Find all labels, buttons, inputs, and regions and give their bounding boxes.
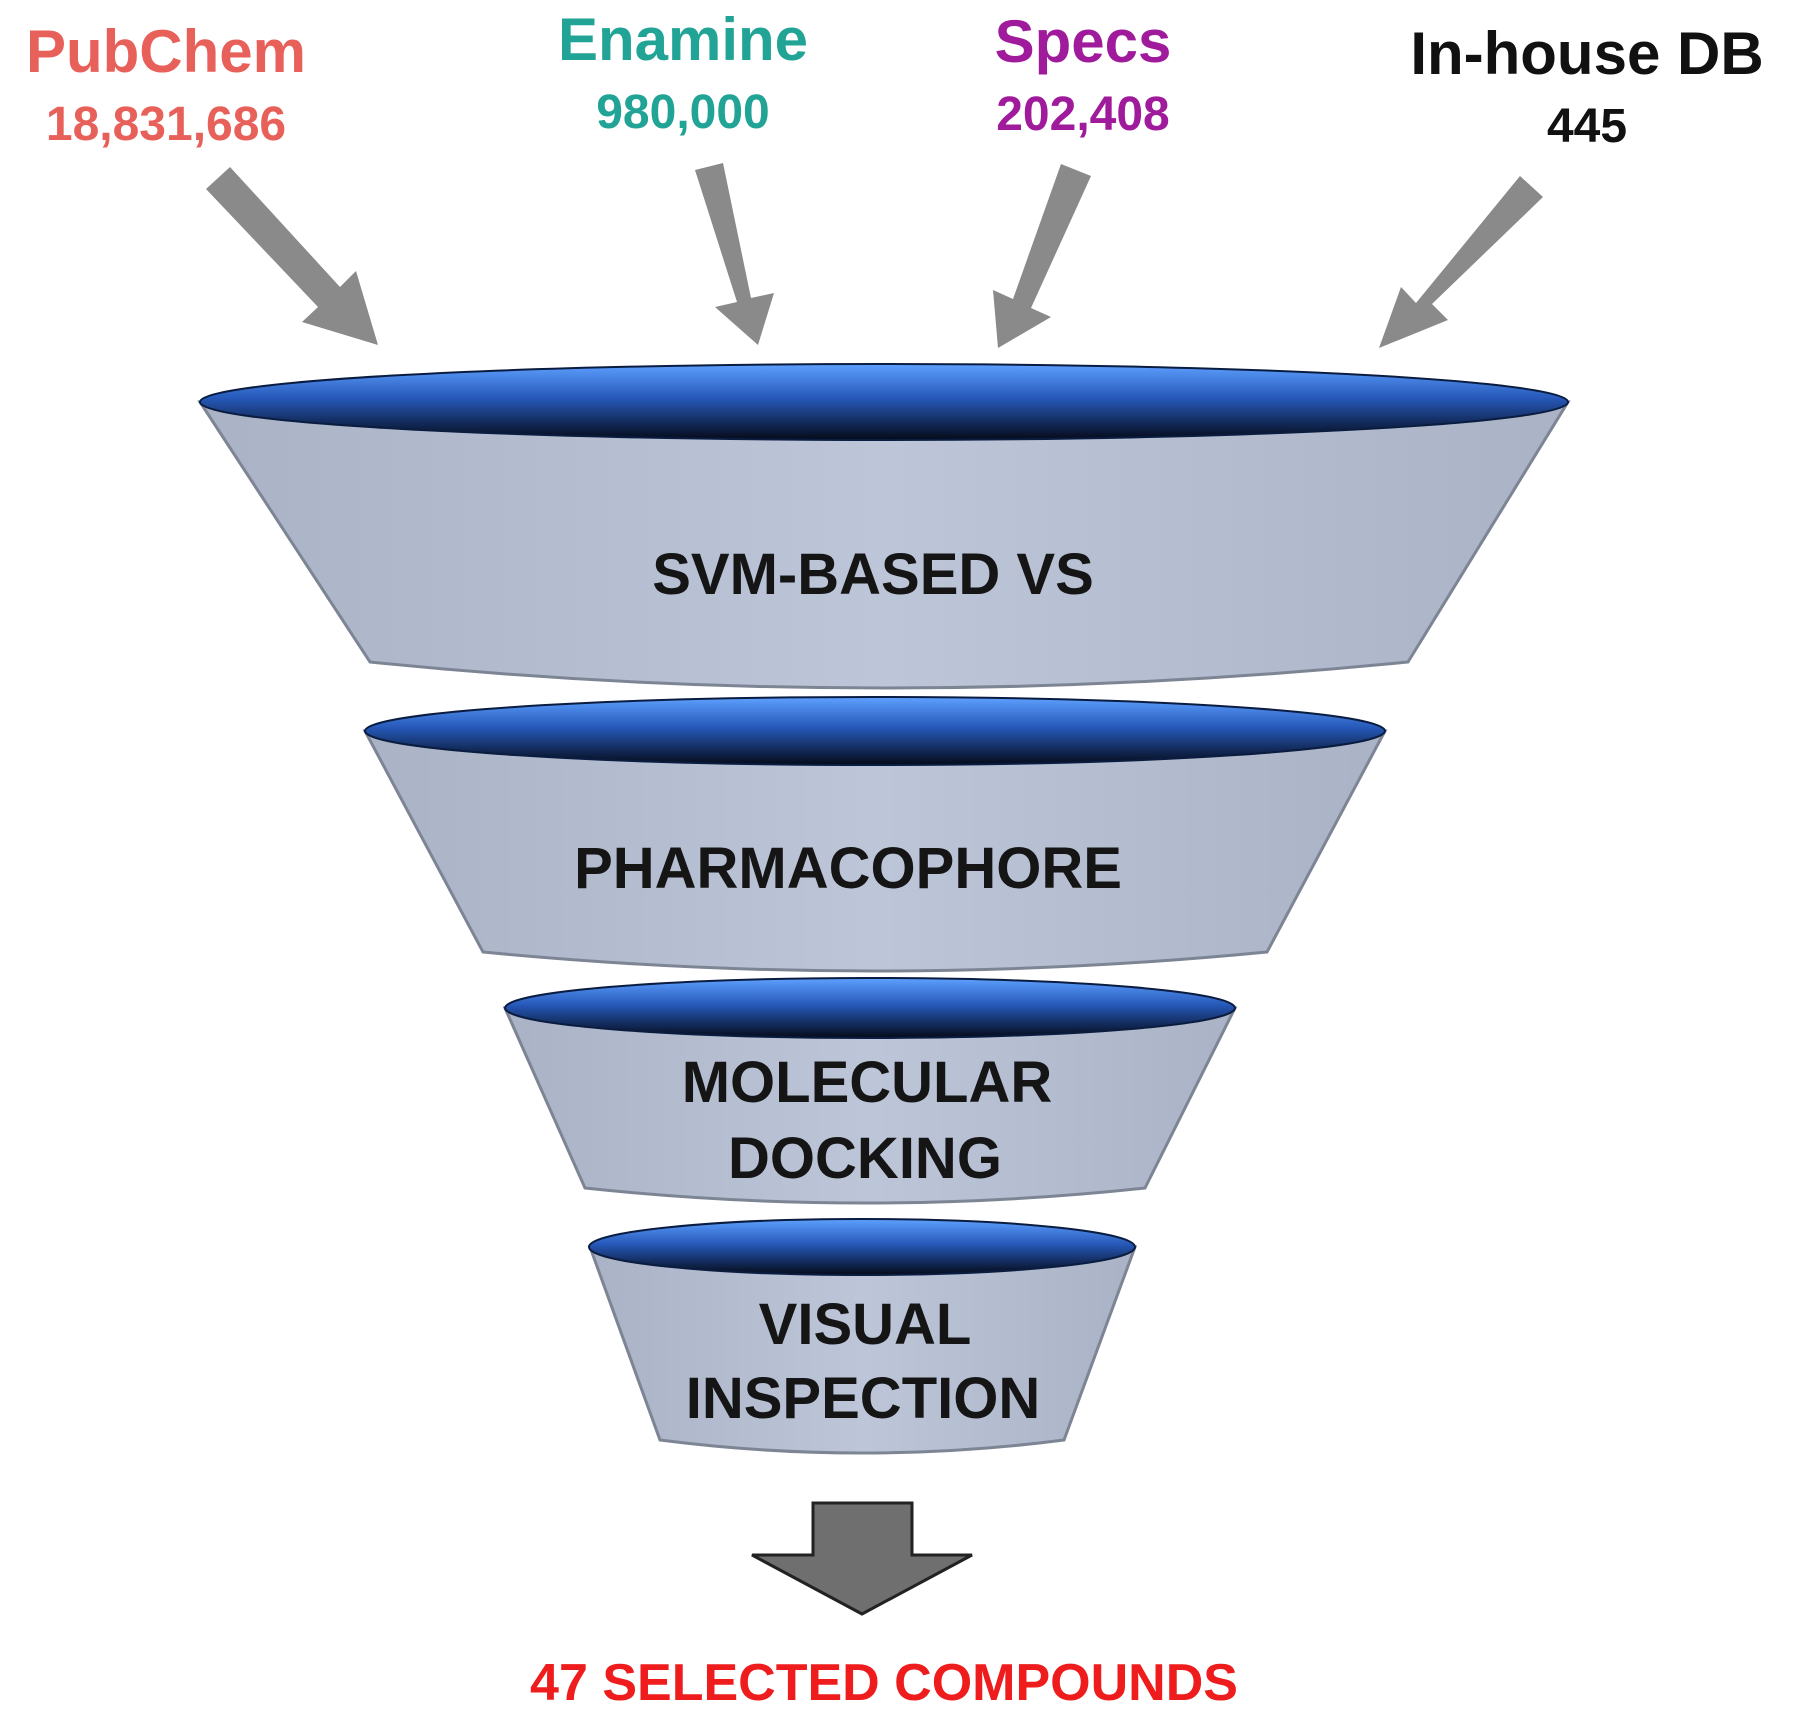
source-name: In-house DB (1410, 20, 1763, 87)
result-label: 47 SELECTED COMPOUNDS (530, 1654, 1238, 1712)
funnel-stage-svm: SVM-BASED VS (197, 363, 1571, 690)
source-count: 445 (1547, 100, 1627, 153)
source-pubchem: PubChem 18,831,686 (26, 18, 306, 151)
funnel-stage-rim (588, 1218, 1136, 1276)
funnel-stage-body (362, 729, 1388, 973)
source-name: PubChem (26, 18, 306, 85)
source-count: 980,000 (596, 86, 770, 139)
funnel-stage-rim (364, 696, 1386, 766)
input-arrow-specs (993, 164, 1091, 348)
stage-label-line-1: MOLECULAR (682, 1050, 1053, 1115)
source-enamine: Enamine 980,000 (558, 6, 808, 139)
source-specs: Specs 202,408 (995, 8, 1172, 141)
source-count: 202,408 (996, 88, 1170, 141)
funnel-stage-visual-inspection: VISUAL INSPECTION (587, 1218, 1138, 1455)
stage-label-line-2: DOCKING (728, 1126, 1002, 1191)
funnel-stage-body (197, 400, 1571, 690)
stage-label: SVM-BASED VS (652, 542, 1094, 607)
output-arrow (751, 1501, 973, 1616)
stage-label: PHARMACOPHORE (574, 836, 1122, 901)
input-arrow-in-house (1379, 176, 1543, 348)
stage-label-line-2: INSPECTION (686, 1366, 1041, 1431)
funnel-stage-body (502, 1006, 1238, 1205)
source-count: 18,831,686 (46, 98, 286, 151)
input-arrow-enamine (695, 163, 774, 345)
source-name: Specs (995, 8, 1172, 75)
funnel-stage-docking: MOLECULAR DOCKING (502, 977, 1238, 1205)
funnel-stage-body (587, 1245, 1138, 1455)
funnel-stage-rim (504, 977, 1236, 1039)
input-arrow-pubchem (206, 167, 378, 345)
source-name: Enamine (558, 6, 808, 73)
funnel-stage-pharmacophore: PHARMACOPHORE (362, 696, 1388, 973)
source-in-house-db: In-house DB 445 (1410, 20, 1763, 153)
stage-label-line-1: VISUAL (759, 1292, 972, 1357)
funnel-stage-rim (199, 363, 1569, 441)
